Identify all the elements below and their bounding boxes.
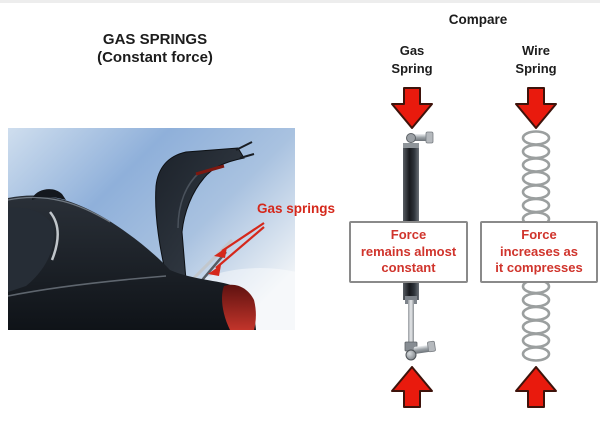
wire-label-line1: Wire bbox=[521, 43, 551, 58]
car-tailgate-photo bbox=[7, 128, 355, 372]
wire-note-line2: increases as bbox=[499, 243, 579, 259]
bottom-ball-stud bbox=[404, 340, 436, 361]
wire-note-line3: it compresses bbox=[495, 260, 583, 276]
up-arrow-icon bbox=[391, 366, 433, 408]
top-divider bbox=[0, 0, 600, 3]
gas-note-line1: Force bbox=[390, 227, 427, 242]
wire-spring-note-box: Force increases as it compresses bbox=[480, 221, 598, 283]
gas-spring-column-label: Gas Spring bbox=[376, 42, 448, 77]
gas-label-line2: Spring bbox=[391, 60, 433, 76]
gas-label-line1: Gas bbox=[399, 43, 425, 58]
gas-springs-annotation: Gas springs bbox=[257, 201, 336, 216]
gas-spring-note-box: Force remains almost constant bbox=[349, 221, 468, 283]
top-ball-stud bbox=[406, 131, 434, 144]
down-arrow-icon bbox=[391, 87, 433, 129]
car-body bbox=[7, 189, 256, 330]
page-title-line1: GAS SPRINGS bbox=[102, 31, 208, 48]
open-tailgate-lid bbox=[155, 141, 255, 285]
up-arrow-icon bbox=[515, 366, 557, 408]
annotation-arrows bbox=[208, 222, 265, 276]
wire-label-line2: Spring bbox=[515, 60, 557, 76]
page-title-line2: (Constant force) bbox=[97, 49, 213, 66]
down-arrow-icon bbox=[515, 87, 557, 129]
cylinder-cap bbox=[403, 143, 419, 149]
gas-note-line2: remains almost bbox=[360, 243, 457, 259]
brake-light-strip bbox=[195, 164, 225, 176]
taillight bbox=[222, 284, 256, 330]
car-scene-illustration bbox=[7, 128, 355, 372]
compare-heading: Compare bbox=[448, 12, 508, 27]
wire-note-line1: Force bbox=[521, 227, 557, 242]
wire-spring-column-label: Wire Spring bbox=[500, 42, 572, 77]
gas-note-line3: constant bbox=[381, 260, 436, 276]
rear-window bbox=[8, 207, 55, 292]
page-title: GAS SPRINGS (Constant force) bbox=[55, 31, 255, 67]
piston-rod bbox=[408, 300, 414, 344]
